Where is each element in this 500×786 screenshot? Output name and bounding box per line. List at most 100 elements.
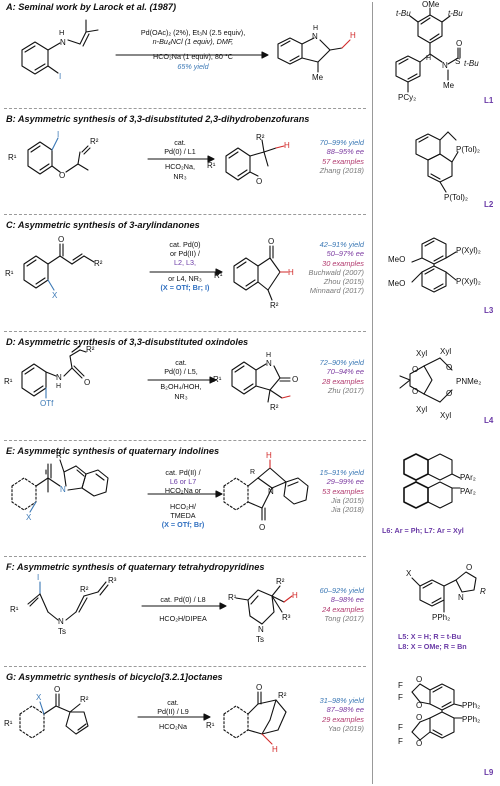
atom-label: F xyxy=(398,693,403,702)
structure-e-product: H N O R xyxy=(223,451,309,532)
condition-line: cat. xyxy=(175,358,187,367)
atom-label: R² xyxy=(86,345,95,354)
ligand-l2-label: L2 xyxy=(484,200,494,209)
atom-label: O xyxy=(256,177,262,186)
example-count: 29 examples xyxy=(322,714,364,724)
atom-label: t-Bu xyxy=(464,59,479,68)
atom-label: X xyxy=(26,513,32,522)
condition-line: HCO₂H/ xyxy=(170,501,196,511)
condition-line: n-Bu₄NCl (1 equiv), DMF, xyxy=(152,37,234,47)
atom-label: t-Bu xyxy=(396,9,411,18)
ee-range: 50–97% ee xyxy=(326,249,364,259)
atom-label: H xyxy=(350,31,356,40)
atom-label: R² xyxy=(80,585,89,594)
ligand-l5-definition: L5: X = H; R = t-Bu xyxy=(398,632,462,641)
atom-label: O xyxy=(466,563,472,572)
condition-line: HCO₂H/DIPEA xyxy=(159,614,207,624)
citation: Zhou (2015) xyxy=(323,277,364,287)
ligand-l1-structure: OMe t-Bu t-Bu H N S O t-Bu Me PCy₂ xyxy=(395,0,479,102)
divider xyxy=(4,331,366,332)
section-f-title: F: Asymmetric synthesis of quaternary te… xyxy=(6,562,265,572)
atom-label: PPh₂ xyxy=(432,613,450,622)
condition-line: L6 or L7 xyxy=(169,477,197,487)
ligand-l1-label: L1 xyxy=(484,96,494,105)
reaction-arrow xyxy=(137,713,211,721)
atom-label: Ts xyxy=(58,627,66,636)
condition-line: HCO₂Na, xyxy=(165,162,195,172)
citation: Jia (2018) xyxy=(331,505,364,515)
structure-f-product: R¹ R² H N Ts R³ xyxy=(228,577,298,644)
atom-label: O xyxy=(54,685,60,694)
structure-d-substrate: R¹ N H O R² OTf xyxy=(4,345,95,408)
atom-label: O xyxy=(416,739,422,748)
example-count: 24 examples xyxy=(322,604,364,614)
condition-line: or Pd(II) / xyxy=(170,249,200,259)
condition-line: cat. xyxy=(167,698,179,707)
atom-label: PPh₂ xyxy=(462,715,480,724)
structure-e-substrate: X R N O xyxy=(11,451,109,522)
atom-label: R xyxy=(56,451,62,460)
structure-d-product: R¹ N H O R² xyxy=(213,352,298,412)
ee-range: 88–95% ee xyxy=(326,147,364,157)
example-count: 28 examples xyxy=(322,376,364,386)
condition-line: HCO₂Na xyxy=(159,722,187,732)
conditions-b: cat. Pd(0) / L1 HCO₂Na, NR₃ xyxy=(150,138,210,181)
atom-label: X xyxy=(36,693,42,702)
condition-line: TMEDA xyxy=(170,510,196,520)
reaction-arrow xyxy=(115,51,269,59)
atom-label: N xyxy=(266,359,272,368)
divider xyxy=(4,108,366,109)
atom-label: O xyxy=(58,235,64,244)
reaction-arrow xyxy=(141,602,227,610)
atom-label: O xyxy=(416,713,422,722)
atom-label: R xyxy=(480,587,486,596)
atom-label: O xyxy=(292,375,298,384)
atom-label: Ts xyxy=(256,635,264,644)
structure-g-product: O R² R¹ H xyxy=(206,683,287,754)
atom-label: P(Xyl)₂ xyxy=(456,277,481,286)
atom-label: H xyxy=(313,25,318,32)
atom-label: N xyxy=(58,617,64,626)
atom-label: H xyxy=(284,141,290,150)
conditions-f: cat. Pd(0) / L8 HCO₂H/DIPEA xyxy=(144,595,222,623)
yield-range: 72–90% yield xyxy=(319,358,364,367)
atom-label: PNMe₂ xyxy=(456,377,481,386)
condition-line: NR₃ xyxy=(174,391,188,401)
ligand-l6-l7-structure: PAr₂ PAr₂ xyxy=(403,453,476,509)
citation: Jia (2015) xyxy=(331,495,364,505)
atom-label: R¹ xyxy=(10,605,19,614)
atom-label: Me xyxy=(312,73,324,82)
atom-label: t-Bu xyxy=(448,9,463,18)
condition-line: Pd(0) / L1 xyxy=(164,147,196,157)
ligand-l8-definition: L8: X = OMe; R = Bn xyxy=(398,642,467,651)
atom-label: PAr₂ xyxy=(460,473,476,482)
atom-label: R² xyxy=(270,301,279,310)
ee-range: 70–94% ee xyxy=(326,367,364,377)
yield-range: 42–91% yield xyxy=(319,240,364,249)
yield-range: 70–99% yield xyxy=(319,138,364,147)
atom-label: N xyxy=(458,593,464,602)
yield-range: 60–92% yield xyxy=(319,586,364,595)
divider xyxy=(4,214,366,215)
stats-d: 72–90% yield 70–94% ee 28 examples Zhu (… xyxy=(294,358,364,395)
atom-label: PPh₂ xyxy=(462,701,480,710)
atom-label: N xyxy=(268,487,274,496)
conditions-e: cat. Pd(II) / L6 or L7 HCO₂Na or HCO₂H/ … xyxy=(148,468,218,529)
atom-label: O xyxy=(59,171,65,180)
reaction-arrow xyxy=(147,490,223,498)
atom-label: I xyxy=(37,573,39,582)
atom-label: O xyxy=(256,683,262,692)
ee-range: 29–99% ee xyxy=(326,477,364,487)
atom-label: O xyxy=(416,675,422,684)
structure-b-product: R¹ O R² H xyxy=(207,133,290,186)
citation: Zhang (2018) xyxy=(319,165,364,175)
yield-range: 15–91% yield xyxy=(319,468,364,477)
atom-label: P(Tol)₂ xyxy=(444,193,468,202)
atom-label: O xyxy=(84,378,90,387)
atom-label: N xyxy=(60,485,66,494)
ligand-l3-label: L3 xyxy=(484,306,494,315)
ligand-l6-l7-label: L6: Ar = Ph; L7: Ar = Xyl xyxy=(382,526,464,535)
atom-label: P(Tol)₂ xyxy=(456,145,480,154)
atom-label: MeO xyxy=(388,279,405,288)
